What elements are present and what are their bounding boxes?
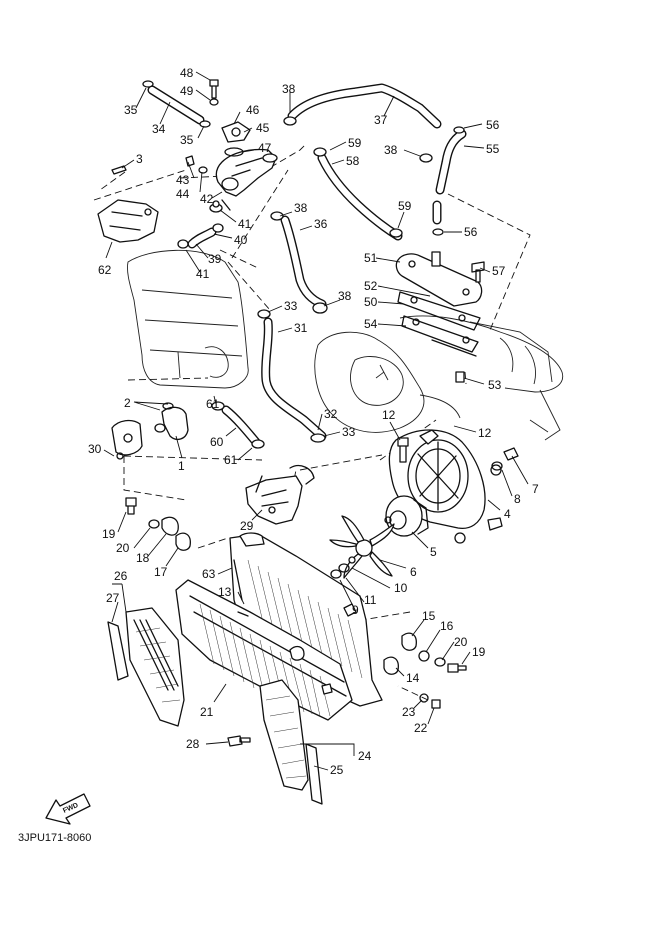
radiator-side-cover bbox=[107, 607, 185, 727]
callout-30: 30 bbox=[88, 442, 102, 456]
callout-38: 38 bbox=[282, 82, 296, 96]
callout-18: 18 bbox=[136, 551, 150, 565]
callout-23: 23 bbox=[402, 705, 416, 719]
callout-50: 50 bbox=[364, 295, 378, 309]
callout-39: 39 bbox=[208, 252, 222, 266]
callout-29: 29 bbox=[240, 519, 254, 533]
callout-49: 49 bbox=[180, 84, 194, 98]
callout-27: 27 bbox=[106, 591, 120, 605]
callout-53: 53 bbox=[488, 378, 502, 392]
head-cover-plates bbox=[395, 251, 485, 383]
callout-48: 48 bbox=[180, 66, 194, 80]
callout-13: 13 bbox=[218, 585, 232, 599]
callout-10: 10 bbox=[394, 581, 408, 595]
callout-52: 52 bbox=[364, 279, 378, 293]
leader-lines bbox=[103, 71, 529, 771]
radiator-fins bbox=[199, 559, 363, 717]
callout-34: 34 bbox=[152, 122, 166, 136]
callout-12: 12 bbox=[478, 426, 492, 440]
fwd-arrow-icon: FWD bbox=[45, 793, 91, 825]
callout-25: 25 bbox=[330, 763, 344, 777]
callout-43: 43 bbox=[176, 173, 190, 187]
callout-20: 20 bbox=[454, 635, 468, 649]
callout-54: 54 bbox=[364, 317, 378, 331]
callout-31: 31 bbox=[294, 321, 308, 335]
callout-labels: 48 49 35 34 35 46 45 47 38 37 56 55 59 5… bbox=[88, 66, 539, 777]
callout-45: 45 bbox=[256, 121, 270, 135]
callout-46: 46 bbox=[246, 103, 260, 117]
callout-19: 19 bbox=[102, 527, 116, 541]
callout-3: 3 bbox=[136, 152, 143, 166]
engine-ghost-outline bbox=[314, 315, 564, 441]
callout-22: 22 bbox=[414, 721, 428, 735]
callout-19: 19 bbox=[472, 645, 486, 659]
callout-17: 17 bbox=[154, 565, 168, 579]
thermostat-housing bbox=[185, 79, 278, 213]
callout-61: 61 bbox=[224, 453, 238, 467]
callout-2: 2 bbox=[124, 396, 131, 410]
hoses bbox=[147, 83, 467, 447]
callout-41: 41 bbox=[238, 217, 252, 231]
callout-35: 35 bbox=[180, 133, 194, 147]
callout-38: 38 bbox=[294, 201, 308, 215]
radiator-front-cover bbox=[259, 679, 323, 805]
callout-8: 8 bbox=[514, 492, 521, 506]
callout-56: 56 bbox=[464, 225, 478, 239]
callout-59: 59 bbox=[398, 199, 412, 213]
callout-51: 51 bbox=[364, 251, 378, 265]
callout-42: 42 bbox=[200, 192, 214, 206]
callout-61: 61 bbox=[206, 397, 220, 411]
callout-24: 24 bbox=[358, 749, 372, 763]
callout-55: 55 bbox=[486, 142, 500, 156]
callout-37: 37 bbox=[374, 113, 388, 127]
callout-58: 58 bbox=[346, 154, 360, 168]
lower-elbow-pipe bbox=[111, 402, 189, 460]
callout-40: 40 bbox=[234, 233, 248, 247]
callout-33: 33 bbox=[284, 299, 298, 313]
callout-41: 41 bbox=[196, 267, 210, 281]
callout-38: 38 bbox=[384, 143, 398, 157]
radiator-core bbox=[175, 532, 383, 721]
callout-57: 57 bbox=[492, 264, 506, 278]
callout-60: 60 bbox=[210, 435, 224, 449]
callout-15: 15 bbox=[422, 609, 436, 623]
fasteners bbox=[125, 200, 503, 747]
callout-20: 20 bbox=[116, 541, 130, 555]
drawing-code: 3JPU171-8060 bbox=[18, 832, 92, 844]
callout-21: 21 bbox=[200, 705, 214, 719]
callout-59: 59 bbox=[348, 136, 362, 150]
callout-33: 33 bbox=[342, 425, 356, 439]
callout-47: 47 bbox=[258, 141, 272, 155]
callout-36: 36 bbox=[314, 217, 328, 231]
callout-11: 11 bbox=[364, 593, 377, 607]
callout-5: 5 bbox=[430, 545, 437, 559]
callout-62: 62 bbox=[98, 263, 112, 277]
callout-26: 26 bbox=[114, 569, 128, 583]
callout-63: 63 bbox=[202, 567, 216, 581]
hose-clamps bbox=[142, 80, 465, 449]
callout-6: 6 bbox=[410, 565, 417, 579]
left-side-radiator-ghost bbox=[127, 249, 249, 389]
callout-12: 12 bbox=[382, 408, 396, 422]
callout-1: 1 bbox=[178, 459, 185, 473]
callout-14: 14 bbox=[406, 671, 420, 685]
callout-56: 56 bbox=[486, 118, 500, 132]
reservoir-bracket bbox=[97, 199, 159, 243]
callout-7: 7 bbox=[532, 482, 539, 496]
callout-28: 28 bbox=[186, 737, 200, 751]
callout-9: 9 bbox=[352, 603, 359, 617]
callout-35: 35 bbox=[124, 103, 138, 117]
fan-blade bbox=[329, 515, 395, 579]
callout-44: 44 bbox=[176, 187, 190, 201]
fan-motor bbox=[384, 495, 429, 537]
callout-16: 16 bbox=[440, 619, 454, 633]
callout-38: 38 bbox=[338, 289, 352, 303]
callout-4: 4 bbox=[504, 507, 511, 521]
callout-32: 32 bbox=[324, 407, 338, 421]
